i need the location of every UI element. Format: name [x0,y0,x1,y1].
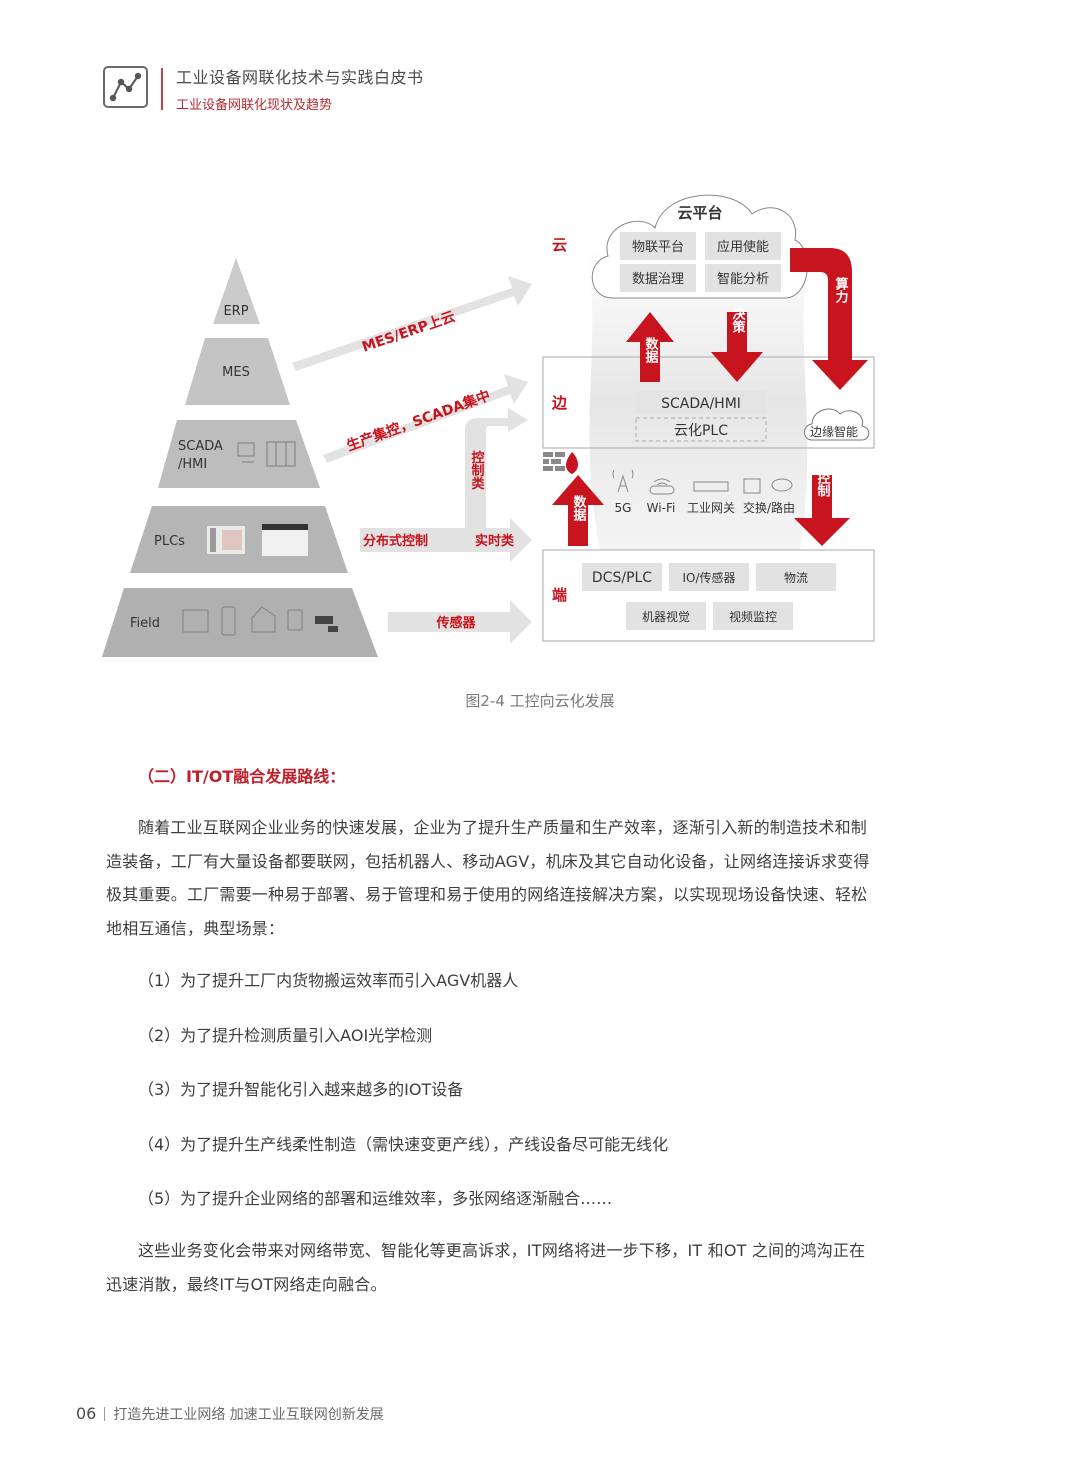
arrow-control-down: 控制 [794,470,850,546]
5g-tower-icon [612,469,634,493]
firewall-icon [543,452,578,474]
svg-text:物联平台: 物联平台 [632,240,684,255]
svg-text:5G: 5G [615,501,632,515]
svg-text:/HMI: /HMI [178,457,207,472]
svg-text:PLCs: PLCs [154,534,185,549]
layer-label-cloud: 云 [552,236,567,254]
section-heading: （二）IT/OT融合发展路线： [138,767,346,786]
header-divider [161,68,163,110]
cloud-platform: 云平台 物联平台 应用使能 数据治理 智能分析 [591,194,808,299]
figure-ot-to-cloud: ERP MES SCADA /HMI PLCs Field [100,180,890,670]
svg-text:视频监控: 视频监控 [729,609,777,624]
router-icon [771,478,793,492]
svg-text:云平台: 云平台 [677,204,722,222]
arrow-data-up-2: 数据 [552,475,604,546]
arrow-distributed-control: 控制类 分布式控制 实时类 [360,408,532,562]
layer-label-edge: 边 [551,394,568,412]
switch-icon [743,478,761,494]
panel-icon [266,441,296,467]
body-paragraph: 随着工业互联网企业业务的快速发展，企业为了提升生产质量和生产效率，逐渐引入新的制… [106,818,870,938]
svg-text:分布式控制: 分布式控制 [363,533,428,549]
svg-text:智能分析: 智能分析 [717,272,769,287]
edge-layer: SCADA/HMI 云化PLC 边缘智能 [542,356,875,449]
device-layer: DCS/PLC IO/传感器 物流 机器视觉 视频监控 [542,549,875,642]
svg-text:数据: 数据 [571,494,587,522]
field-devices-icon [182,606,303,636]
svg-text:ERP: ERP [223,304,248,319]
svg-text:机器视觉: 机器视觉 [642,609,690,624]
line-chart-icon [109,72,142,102]
edge-cloud-icon [804,408,870,441]
svg-text:应用使能: 应用使能 [717,239,769,255]
svg-text:SCADA: SCADA [178,439,223,454]
page-footer: 06 打造先进工业网络 加速工业互联网创新发展 [76,1404,384,1424]
pyramid-level-erp [213,258,260,324]
svg-text:物流: 物流 [784,571,808,585]
arrow-sensor: 传感器 [388,600,532,644]
list-item: （2）为了提升检测质量引入AOI光学检测 [138,1026,433,1045]
list-item: （3）为了提升智能化引入越来越多的IOT设备 [138,1080,464,1099]
plc-module-icon [207,526,245,554]
svg-text:工业网关: 工业网关 [687,501,735,515]
plc-rack-icon [262,524,308,556]
footer-text: 打造先进工业网络 加速工业互联网创新发展 [113,1407,384,1423]
list-item: （1）为了提升工厂内货物搬运效率而引入AGV机器人 [138,971,519,990]
svg-text:Wi-Fi: Wi-Fi [647,501,676,515]
wifi-icon [649,478,675,495]
svg-text:MES/ERP上云: MES/ERP上云 [360,309,457,356]
svg-text:边缘智能: 边缘智能 [810,424,858,439]
arrow-compute-power: 算力 [790,248,868,390]
svg-text:云化PLC: 云化PLC [674,423,728,439]
chapter-subtitle: 工业设备网联化现状及趋势 [176,98,333,113]
document-title: 工业设备网联化技术与实践白皮书 [176,68,424,87]
svg-text:MES: MES [222,365,250,380]
list-item: （4）为了提升生产线柔性制造（需快速变更产线），产线设备尽可能无线化 [138,1135,669,1154]
layer-label-device: 端 [552,586,567,604]
svg-text:实时类: 实时类 [475,533,515,549]
pyramid-level-scada [158,420,320,488]
footer-divider [104,1407,106,1421]
svg-text:传感器: 传感器 [435,615,476,631]
svg-text:DCS/PLC: DCS/PLC [592,570,652,586]
svg-text:Field: Field [130,616,160,631]
arrow-data-up: 数据 [626,312,674,382]
network-devices [612,469,793,495]
pyramid-level-mes [185,338,290,405]
pyramid-level-field [102,588,378,657]
svg-text:数据: 数据 [643,336,659,364]
logo-icon [103,66,148,108]
svg-text:控制: 控制 [815,470,831,498]
svg-text:交换/路由: 交换/路由 [743,500,795,515]
body-paragraph: 这些业务变化会带来对网络带宽、智能化等更高诉求，IT网络将进一步下移，IT 和O… [106,1241,866,1294]
svg-text:SCADA/HMI: SCADA/HMI [661,396,741,412]
pyramid: ERP MES SCADA /HMI PLCs Field [102,258,378,657]
diagram: ERP MES SCADA /HMI PLCs Field [102,194,875,657]
figure-caption: 图2-4 工控向云化发展 [465,692,615,710]
computer-icon [237,442,255,463]
page-number: 06 [76,1404,97,1423]
svg-text:算力: 算力 [833,276,849,304]
svg-text:决策: 决策 [730,306,746,334]
list-item: （5）为了提升企业网络的部署和运维效率，多张网络逐渐融合…… [138,1189,613,1208]
control-label: 控制类 [469,450,485,491]
svg-text:数据治理: 数据治理 [632,272,684,287]
gateway-icon [693,481,729,492]
arrow-mes-erp: MES/ERP上云 [292,276,532,371]
arrow-decision-down: 决策 [711,306,763,382]
svg-text:IO/传感器: IO/传感器 [682,570,735,585]
camera-icon [315,616,338,632]
